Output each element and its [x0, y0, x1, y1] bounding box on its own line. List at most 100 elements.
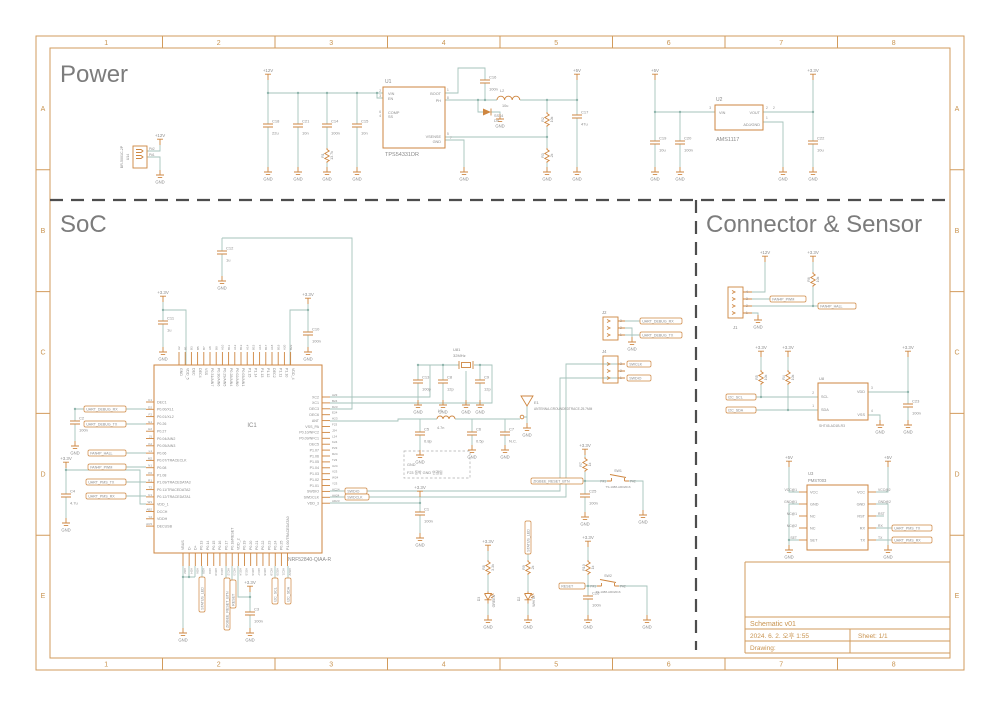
pin-number: AC12	[226, 568, 230, 576]
push-button-part: TS-1088-AR02016	[605, 485, 630, 489]
ic1-pin-bottom: AD10 P0.15	[212, 541, 218, 576]
led-glyph	[524, 591, 534, 604]
ground-label: GND	[483, 625, 492, 630]
schematic-text: 2	[379, 89, 381, 93]
capacitor: C25 100n	[580, 489, 598, 506]
text-label: 1	[766, 116, 768, 120]
schematic-text: P#1	[149, 153, 155, 157]
ground-glyph	[484, 615, 492, 623]
schematic-text: 4	[379, 114, 381, 118]
junction-dot	[483, 98, 487, 102]
text-label: U14	[126, 154, 130, 161]
text-label: L1	[438, 409, 442, 413]
section-title-connector: Connector & Sensor	[706, 211, 922, 238]
ground-symbol: GND	[572, 167, 582, 182]
capacitor: C9 12p	[475, 375, 491, 392]
ground-symbol: GND	[875, 420, 885, 435]
capacitor-ref: C3	[254, 607, 260, 612]
capacitor-ref: C21	[302, 119, 310, 124]
capacitor: C18 22u	[263, 119, 280, 136]
net-flag-outline	[284, 577, 292, 605]
net-flag-outline	[198, 576, 206, 613]
ground-label: GND	[650, 177, 659, 182]
ic1-pin-left: Y2 VDDH	[146, 515, 168, 521]
schematic-text: 3	[746, 297, 748, 301]
ground-symbol: GND	[322, 167, 332, 182]
ic1-pin-top: B23 VDD_4	[289, 344, 295, 379]
pin-name: VDD_3	[307, 502, 319, 506]
ic1-pin-bottom: AD22 P1.00/TRACEDATA0	[286, 516, 292, 575]
power-wires	[147, 67, 814, 170]
net-flag: ZIGBEE_RESET_BTN	[530, 477, 584, 485]
ground-label: GND	[580, 522, 589, 527]
resistor-ref: R8	[482, 565, 486, 570]
ic1-pin-left: D2 P0.00/XL1	[146, 405, 174, 412]
capacitor-plates	[650, 140, 660, 145]
pin-name: P0.19	[243, 541, 247, 550]
net-flag-label: RESET	[561, 585, 574, 589]
text-label: J2	[602, 310, 607, 315]
capacitor-ref: C14	[331, 119, 339, 124]
pin-name: P0.12/TRACEDATA1	[157, 495, 191, 499]
schematic-text: 3	[620, 362, 622, 366]
schematic-text: GND	[407, 463, 416, 467]
ic1-pin-left: L1 P0.06	[146, 449, 166, 455]
net-flags-vertical: STATUS_LED ZIGBEE_RESET_BTN RESET I2C_SC…	[198, 520, 532, 631]
net-flag-label: SWDIO	[629, 377, 641, 381]
ic1-pin-bottom: AC19 P0.23	[267, 541, 273, 576]
pin-number: AD6	[196, 568, 200, 574]
resistor-ref: R4	[782, 375, 786, 380]
net-flag: SWDIO	[344, 487, 368, 495]
pin-name: P0.31/AIN7	[210, 368, 214, 386]
pin-number: N1	[148, 464, 152, 468]
section-title-soc: SoC	[60, 211, 107, 238]
connector-power-pins	[136, 149, 144, 159]
pin-number: AA24	[332, 493, 340, 497]
pin-name: NC	[810, 514, 816, 518]
ground-label: GND	[500, 455, 509, 460]
title-block-date: 2024. 6. 2. 오후 1:55	[750, 632, 809, 640]
power-flag: +3.3V	[302, 292, 314, 304]
frame-col-number: 5	[554, 662, 558, 669]
schematic-text: 2	[620, 326, 622, 330]
ground-glyph	[462, 400, 470, 408]
ground-glyph	[573, 167, 581, 175]
ic1-pin-right: AC24 SWDIO	[307, 487, 340, 493]
capacitor-plates	[438, 379, 448, 384]
ic1-pin-left: C1 DEC1	[146, 398, 167, 404]
frame-col-number: 3	[329, 662, 333, 669]
power-flag-symbol	[905, 350, 911, 357]
power-flags: +12V +12V +12V +5V +5V +5V +5V +3.3V +3.…	[60, 68, 914, 592]
junction-dot	[476, 98, 480, 102]
resistor: R2 10k	[541, 112, 554, 127]
capacitor-ref: C10	[312, 327, 320, 332]
ground-symbol: GND	[808, 167, 818, 182]
ic1-pin-top: B13 P0.03/AIN1	[239, 344, 245, 386]
power-flag: +3.3V	[782, 345, 794, 357]
capacitor: C23 100n	[903, 399, 921, 416]
text-label: L2	[500, 89, 504, 93]
capacitor: C20 100n	[675, 136, 693, 153]
net-flag-label: UART_DEBUG_RX	[642, 320, 674, 324]
ground-glyph	[651, 167, 659, 175]
capacitor-value: 1u	[226, 258, 230, 263]
led-glyph	[484, 591, 494, 604]
ground-symbol: GND	[155, 170, 165, 185]
resistor-zigzag	[524, 560, 532, 575]
pin-number: B24	[332, 399, 338, 403]
title-block: Schematic v01 2024. 6. 2. 오후 1:55 Sheet:…	[744, 561, 951, 654]
schematic-text: VIN	[719, 111, 726, 115]
ic1-pin-left: F2 P0.01/XL2	[146, 413, 174, 419]
ic1-left-pins: C1 DEC1 D2 P0.00/XL1 F2 P0.01/XL2 G1 P0.…	[146, 398, 191, 528]
pin-number: AD22	[288, 568, 292, 576]
ground-symbol: GND	[583, 615, 593, 630]
power-flag: +12V	[263, 68, 273, 80]
ic1-pin-right: V23 P1.03	[310, 470, 338, 476]
ground-symbol: GND	[778, 167, 788, 182]
junction-dot	[441, 363, 445, 367]
pin-number: W24	[332, 476, 339, 480]
junction-dot	[266, 91, 270, 95]
ic1-pin-top: B1 VDD_5	[183, 346, 189, 380]
pin-number: K24	[332, 440, 338, 444]
schematic-text: 6	[379, 110, 381, 114]
